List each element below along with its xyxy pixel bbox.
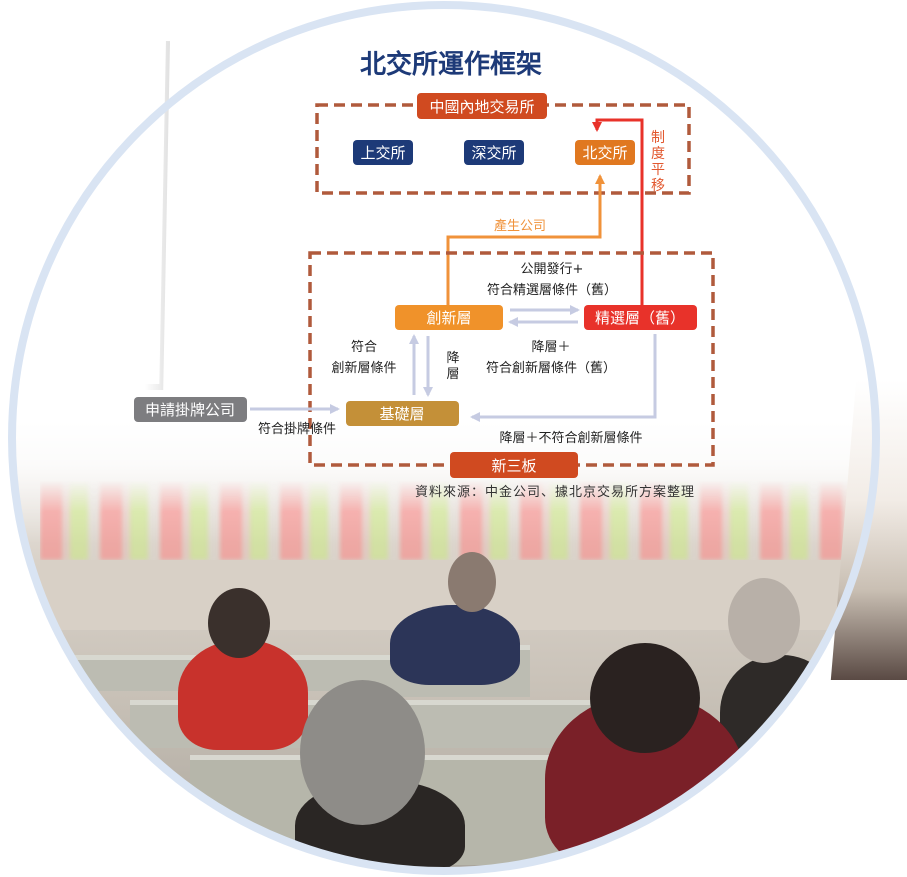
applicant-label: 申請掛牌公司 xyxy=(145,401,235,419)
circle-ring xyxy=(8,1,880,875)
select-tier-label: 精選層（舊） xyxy=(595,309,685,327)
innov-to-select-line2: 符合精選層條件（舊） xyxy=(487,282,617,298)
select-to-base-arrow xyxy=(470,334,657,422)
stock-ticker-board xyxy=(40,480,876,560)
applicant-to-base-label: 符合掛牌條件 xyxy=(258,421,336,437)
neeq-header xyxy=(450,452,578,478)
mainland-exchanges-group xyxy=(315,103,691,195)
base-tier-box xyxy=(346,401,459,426)
innov-to-base-char2: 層 xyxy=(446,367,459,382)
system-transfer-char-4: 移 xyxy=(651,178,665,194)
base-to-innov-line1: 符合 xyxy=(351,339,377,355)
szse-box xyxy=(464,140,524,165)
applicant-box xyxy=(134,397,247,422)
source-note: 資料來源：中金公司、據北京交易所方案整理 xyxy=(415,484,695,500)
person-red-jacket xyxy=(178,640,308,750)
system-transfer-char-1: 制 xyxy=(651,130,665,146)
innovation-tier-label: 創新層 xyxy=(426,309,471,327)
mainland-exchanges-label: 中國內地交易所 xyxy=(429,98,534,116)
base-to-innov-line2: 創新層條件 xyxy=(331,360,396,376)
szse-label: 深交所 xyxy=(471,144,516,162)
select-tier-box xyxy=(584,305,697,330)
neeq-label: 新三板 xyxy=(491,457,536,475)
diagram-title: 北交所運作框架 xyxy=(360,49,542,80)
system-transfer-char-2: 度 xyxy=(651,146,665,162)
sse-label: 上交所 xyxy=(360,144,405,162)
select-to-innov-line2: 符合創新層條件（舊） xyxy=(486,360,616,376)
innovation-to-bse-arrow xyxy=(446,174,605,305)
select-to-innov-line1: 降層＋ xyxy=(531,340,570,355)
person-navy-jacket xyxy=(390,605,520,685)
photo-background xyxy=(12,5,876,872)
bse-box xyxy=(575,140,635,165)
innovation-tier-box xyxy=(395,305,503,330)
select-to-bse-arrow xyxy=(592,118,644,305)
system-transfer-char-3: 平 xyxy=(651,162,665,178)
innov-to-base-char1: 降 xyxy=(446,351,459,366)
produce-company-label: 產生公司 xyxy=(494,218,546,234)
select-to-base-label: 降層＋不符合創新層條件 xyxy=(499,430,642,446)
base-tier-label: 基礎層 xyxy=(379,405,424,423)
innov-to-select-line1: 公開發行+ xyxy=(521,262,584,277)
mainland-exchanges-header xyxy=(417,93,547,119)
bse-label: 北交所 xyxy=(582,144,627,162)
sse-box xyxy=(353,140,413,165)
